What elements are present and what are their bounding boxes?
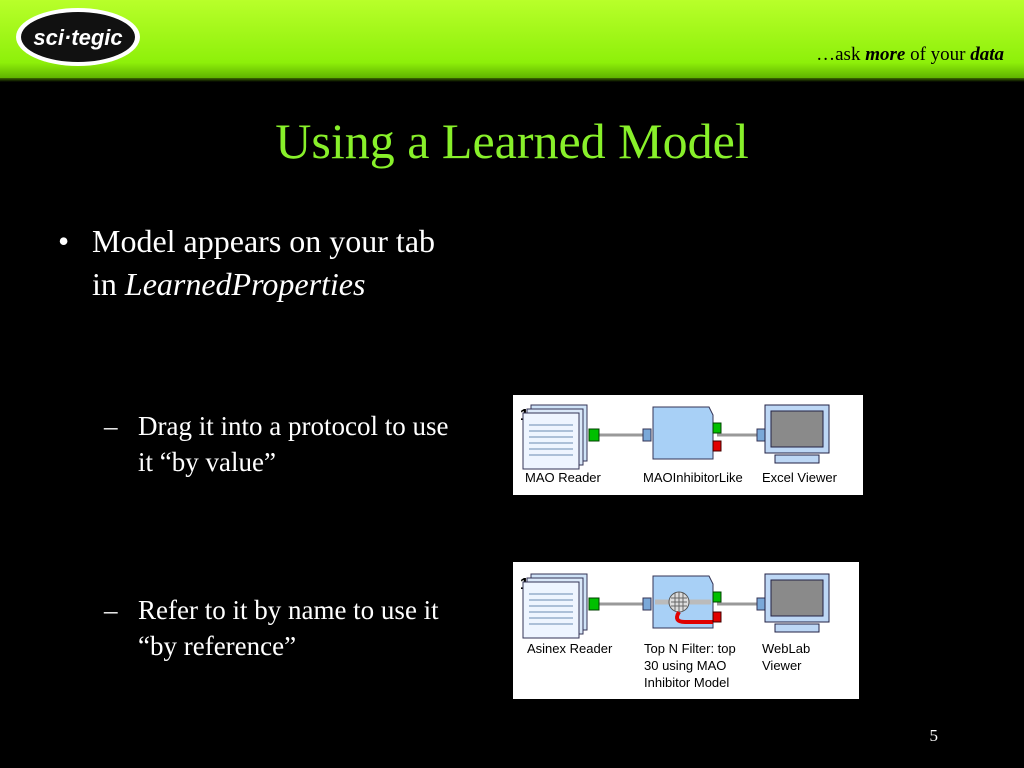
header-shadow [0,78,1024,82]
dash-1: – [104,411,118,441]
protocol-diagram-2: 1 [520,573,830,639]
node-label-model: MAOInhibitorLike [643,470,743,485]
node-label-viewer-2: WebLab Viewer [762,641,811,673]
sub-bullet-2-text: Refer to it by name to use it “by refere… [138,595,439,661]
tagline-data: data [970,44,1004,65]
logo-text: sci·tegic [33,25,122,50]
filter-model-icon [642,575,722,629]
slide-title: Using a Learned Model [275,113,749,169]
dash-2: – [104,595,118,625]
tagline-prefix: …ask [816,44,866,65]
node-label-reader-2: Asinex Reader [527,641,613,656]
document-stack-icon: 1 [520,404,600,470]
document-stack-icon: 1 [520,573,600,639]
monitor-icon [756,573,830,633]
page-number: 5 [929,726,939,745]
sub-bullet-1-text: Drag it into a protocol to use it “by va… [138,411,449,477]
protocol-panel-by-reference: 1 Asinex Reader [513,562,859,699]
tagline: …ask more of your data [816,44,1004,66]
tagline-more: more [865,44,906,65]
bullet-dot: • [58,223,70,259]
monitor-icon [756,404,830,464]
scitegic-logo: sci·tegic [16,8,140,66]
model-cube-icon [642,406,722,460]
node-label-viewer: Excel Viewer [762,470,837,485]
bullet-text-italic: LearnedProperties [124,266,366,302]
bullet-text-plain: Model appears on your tab in [92,223,436,302]
node-label-filter: Top N Filter: top 30 using MAO Inhibitor… [644,641,736,690]
header-bar [0,0,1024,78]
protocol-diagram-1: 1 [520,404,830,470]
tagline-middle: of your [905,44,971,65]
protocol-panel-by-value: 1 MAO Reader MAOInhibitorLike E [513,395,863,495]
bullet-text: Model appears on your tab in LearnedProp… [92,220,442,306]
node-label-reader: MAO Reader [525,470,601,485]
